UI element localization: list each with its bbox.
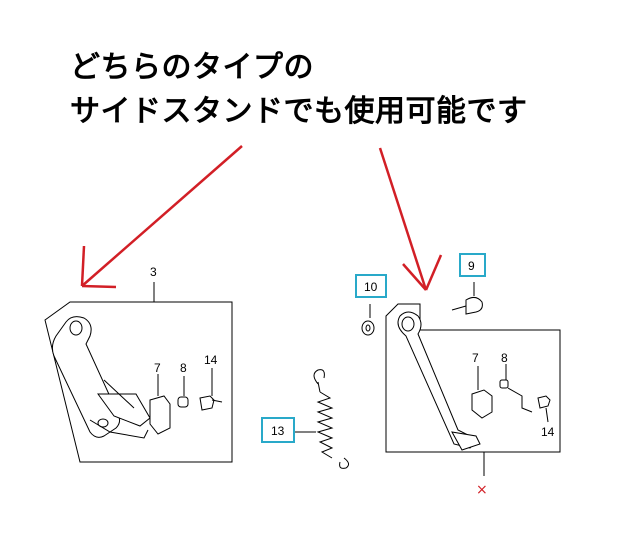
label-right-14: 14 xyxy=(541,425,555,439)
caption-line-2: サイドスタンドでも使用可能です xyxy=(70,94,528,129)
caption: どちらのタイプの サイドスタンドでも使用可能です xyxy=(70,46,610,134)
left-assembly xyxy=(44,282,233,463)
label-left-7: 7 xyxy=(154,361,161,375)
arrow-right xyxy=(378,147,443,291)
right-part-9 xyxy=(451,282,483,315)
svg-text:9: 9 xyxy=(468,259,475,273)
label-right-8: 8 xyxy=(501,351,508,365)
left-part-14 xyxy=(199,368,223,411)
spring-13 xyxy=(313,369,350,469)
red-arrows xyxy=(80,145,443,291)
left-part-8 xyxy=(177,376,189,408)
right-part-7 xyxy=(471,366,493,419)
box-label-9: 9 xyxy=(459,253,486,277)
left-side-stand xyxy=(51,316,151,439)
label-left-14: 14 xyxy=(204,353,218,367)
x-mark: × xyxy=(476,482,488,498)
svg-text:10: 10 xyxy=(364,280,378,294)
label-left-8: 8 xyxy=(180,361,187,375)
right-part-14 xyxy=(537,395,551,423)
arrow-left xyxy=(80,145,243,289)
caption-line-1: どちらのタイプの xyxy=(70,50,314,85)
right-side-stand xyxy=(397,311,481,451)
right-part-10 xyxy=(361,304,375,336)
box-label-13: 13 xyxy=(261,417,295,443)
right-assembly xyxy=(361,282,561,476)
svg-text:13: 13 xyxy=(271,424,285,438)
right-frame xyxy=(385,303,561,453)
label-3: 3 xyxy=(150,265,157,279)
left-frame xyxy=(44,301,233,463)
right-part-8 xyxy=(499,364,533,413)
left-part-7 xyxy=(149,374,171,435)
box-label-10: 10 xyxy=(355,274,387,298)
label-right-7: 7 xyxy=(472,351,479,365)
